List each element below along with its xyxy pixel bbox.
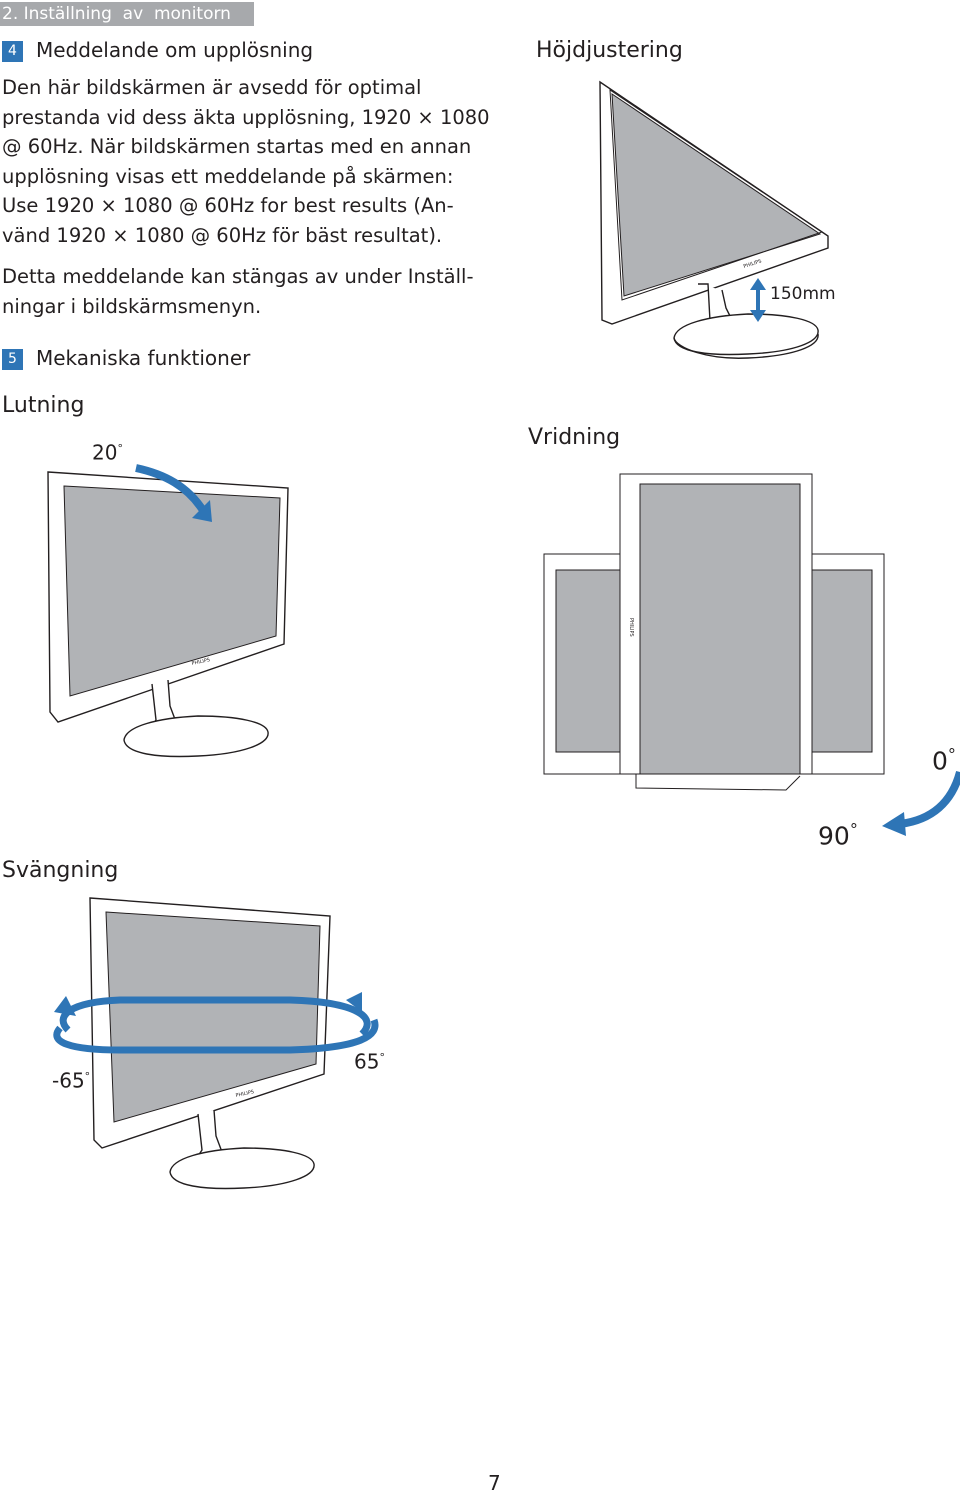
swivel-right-value: 65 <box>354 1049 380 1074</box>
pivot-illustration: PHILIPS <box>543 473 960 836</box>
height-adjust-illustration: PHILIPS <box>599 80 829 359</box>
para1-line-6: vänd 1920 × 1080 @ 60Hz för bäst resulta… <box>2 223 443 247</box>
height-brand-logo: PHILIPS <box>743 258 763 269</box>
height-value: 150mm <box>770 284 836 304</box>
tilt-brand-logo: PHILIPS <box>191 657 211 667</box>
section-tab: 2. Inställning av monitorn <box>0 2 254 26</box>
pivot-start-value: 0 <box>932 746 948 776</box>
swivel-right-degree: ° <box>379 1051 385 1064</box>
para1-line-2: prestanda vid dess äkta upplösning, 1920… <box>2 105 490 129</box>
pivot-label: Vridning <box>528 425 621 450</box>
pivot-start-degree: ° <box>947 745 956 764</box>
pivot-arrow-icon <box>882 770 960 836</box>
section-4-number: 4 <box>2 41 23 62</box>
section-5-heading: 5 Mekaniska funktioner <box>2 345 250 371</box>
para1-line-1: Den här bildskärmen är avsedd för optima… <box>2 76 422 99</box>
para1-line-4: upplösning visas ett meddelande på skärm… <box>2 164 454 188</box>
tilt-label: Lutning <box>2 393 85 418</box>
tilt-up-degree: ° <box>117 442 123 455</box>
swivel-brand-logo: PHILIPS <box>235 1089 255 1099</box>
swivel-right-angle: 65° <box>354 1046 385 1074</box>
height-arrow-icon <box>750 278 766 322</box>
height-adjust-label: Höjdjustering <box>536 38 683 63</box>
resolution-paragraph-1: Den här bildskärmen är avsedd för optima… <box>2 73 492 250</box>
tilt-illustration: PHILIPS <box>47 464 289 758</box>
resolution-paragraph-2: Detta meddelande kan stängas av under In… <box>2 262 492 321</box>
swivel-left-value: -65 <box>52 1068 85 1093</box>
section-5-number: 5 <box>2 349 23 370</box>
tilt-up-angle: 20° <box>92 437 123 465</box>
pivot-brand-logo: PHILIPS <box>628 618 634 637</box>
swivel-left-degree: ° <box>84 1070 91 1083</box>
pivot-end-angle: 90° <box>818 815 858 851</box>
section-4-heading: 4 Meddelande om upplösning <box>2 37 313 63</box>
page-number: 7 <box>488 1471 501 1495</box>
swivel-arrow-icon <box>53 992 379 1054</box>
pivot-start-angle: 0° <box>932 740 956 776</box>
section-4-title: Meddelande om upplösning <box>36 38 314 62</box>
section-5-title: Mekaniska funktioner <box>36 346 251 370</box>
para2-line-2: ningar i bildskärmsmenyn. <box>2 294 262 318</box>
pivot-end-value: 90 <box>818 821 850 851</box>
swivel-left-angle: -65° <box>52 1065 90 1093</box>
para2-line-1: Detta meddelande kan stängas av under In… <box>2 265 474 288</box>
swivel-illustration: PHILIPS <box>53 897 379 1190</box>
para1-line-3: @ 60Hz. När bildskärmen startas med en a… <box>2 135 472 158</box>
tilt-arrow-icon <box>135 464 212 522</box>
swivel-label: Svängning <box>2 858 119 883</box>
tilt-up-value: 20 <box>92 440 118 465</box>
pivot-end-degree: ° <box>849 820 858 839</box>
para1-line-5: Use 1920 × 1080 @ 60Hz for best results … <box>2 194 454 217</box>
